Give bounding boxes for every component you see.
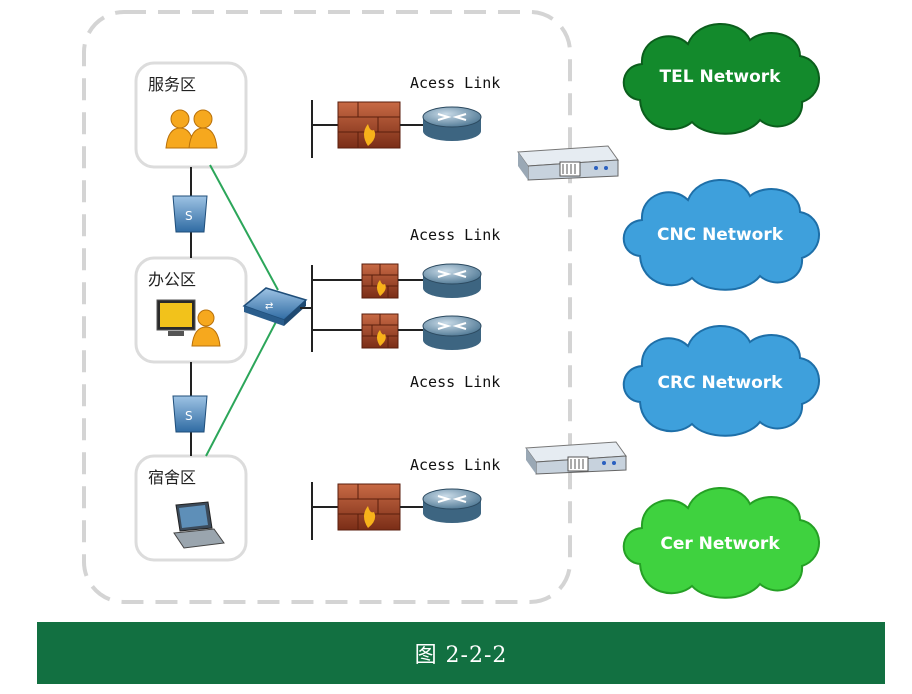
svg-text:S: S	[185, 209, 193, 223]
rack-server-icon	[525, 441, 627, 475]
uplink-dorm	[205, 317, 279, 457]
workstation-user-icon	[156, 299, 221, 347]
cloud-label: CRC Network	[658, 373, 784, 393]
users-icon	[165, 109, 218, 149]
router-icon	[422, 488, 482, 523]
zone-service: 服务区	[134, 61, 248, 169]
zone-service-label: 服务区	[148, 75, 196, 94]
svg-text:S: S	[185, 409, 193, 423]
access-link-label: Acess Link	[410, 74, 500, 92]
switch-icon: S	[172, 195, 208, 233]
cloud-label: CNC Network	[657, 225, 784, 245]
figure-caption-bar: 图 2-2-2	[37, 622, 885, 684]
zone-office: 办公区	[134, 256, 248, 364]
firewall-icon	[337, 101, 401, 149]
cloud-shape	[622, 487, 820, 599]
cloud-label: Cer Network	[660, 534, 780, 554]
campus-boundary	[82, 10, 572, 604]
cloud-crc: CRC Network	[622, 325, 820, 437]
core-switch-icon: ⇄	[242, 287, 308, 326]
switch-icon: S	[172, 395, 208, 433]
cloud-shape	[622, 325, 820, 437]
access-link-label: Acess Link	[410, 456, 500, 474]
rack-server-icon	[517, 145, 619, 181]
cloud-label: TEL Network	[660, 67, 782, 87]
firewall-icon	[361, 313, 399, 349]
cloud-cer: Cer Network	[622, 487, 820, 599]
router-icon	[422, 263, 482, 298]
zone-dorm-label: 宿舍区	[148, 468, 196, 487]
zone-office-label: 办公区	[148, 270, 196, 289]
figure-caption: 图 2-2-2	[414, 643, 508, 668]
cloud-shape	[622, 179, 820, 291]
zone-dorm: 宿舍区	[134, 454, 248, 562]
firewall-icon	[361, 263, 399, 299]
access-link-label: Acess Link	[410, 226, 500, 244]
cloud-cnc: CNC Network	[622, 179, 820, 291]
router-icon	[422, 315, 482, 350]
firewall-icon	[337, 483, 401, 531]
cloud-shape	[622, 23, 820, 135]
uplink-service	[209, 164, 279, 291]
cloud-tel: TEL Network	[622, 23, 820, 135]
svg-text:⇄: ⇄	[265, 301, 273, 312]
access-link-label: Acess Link	[410, 373, 500, 391]
router-icon	[422, 106, 482, 141]
laptop-icon	[173, 501, 225, 549]
